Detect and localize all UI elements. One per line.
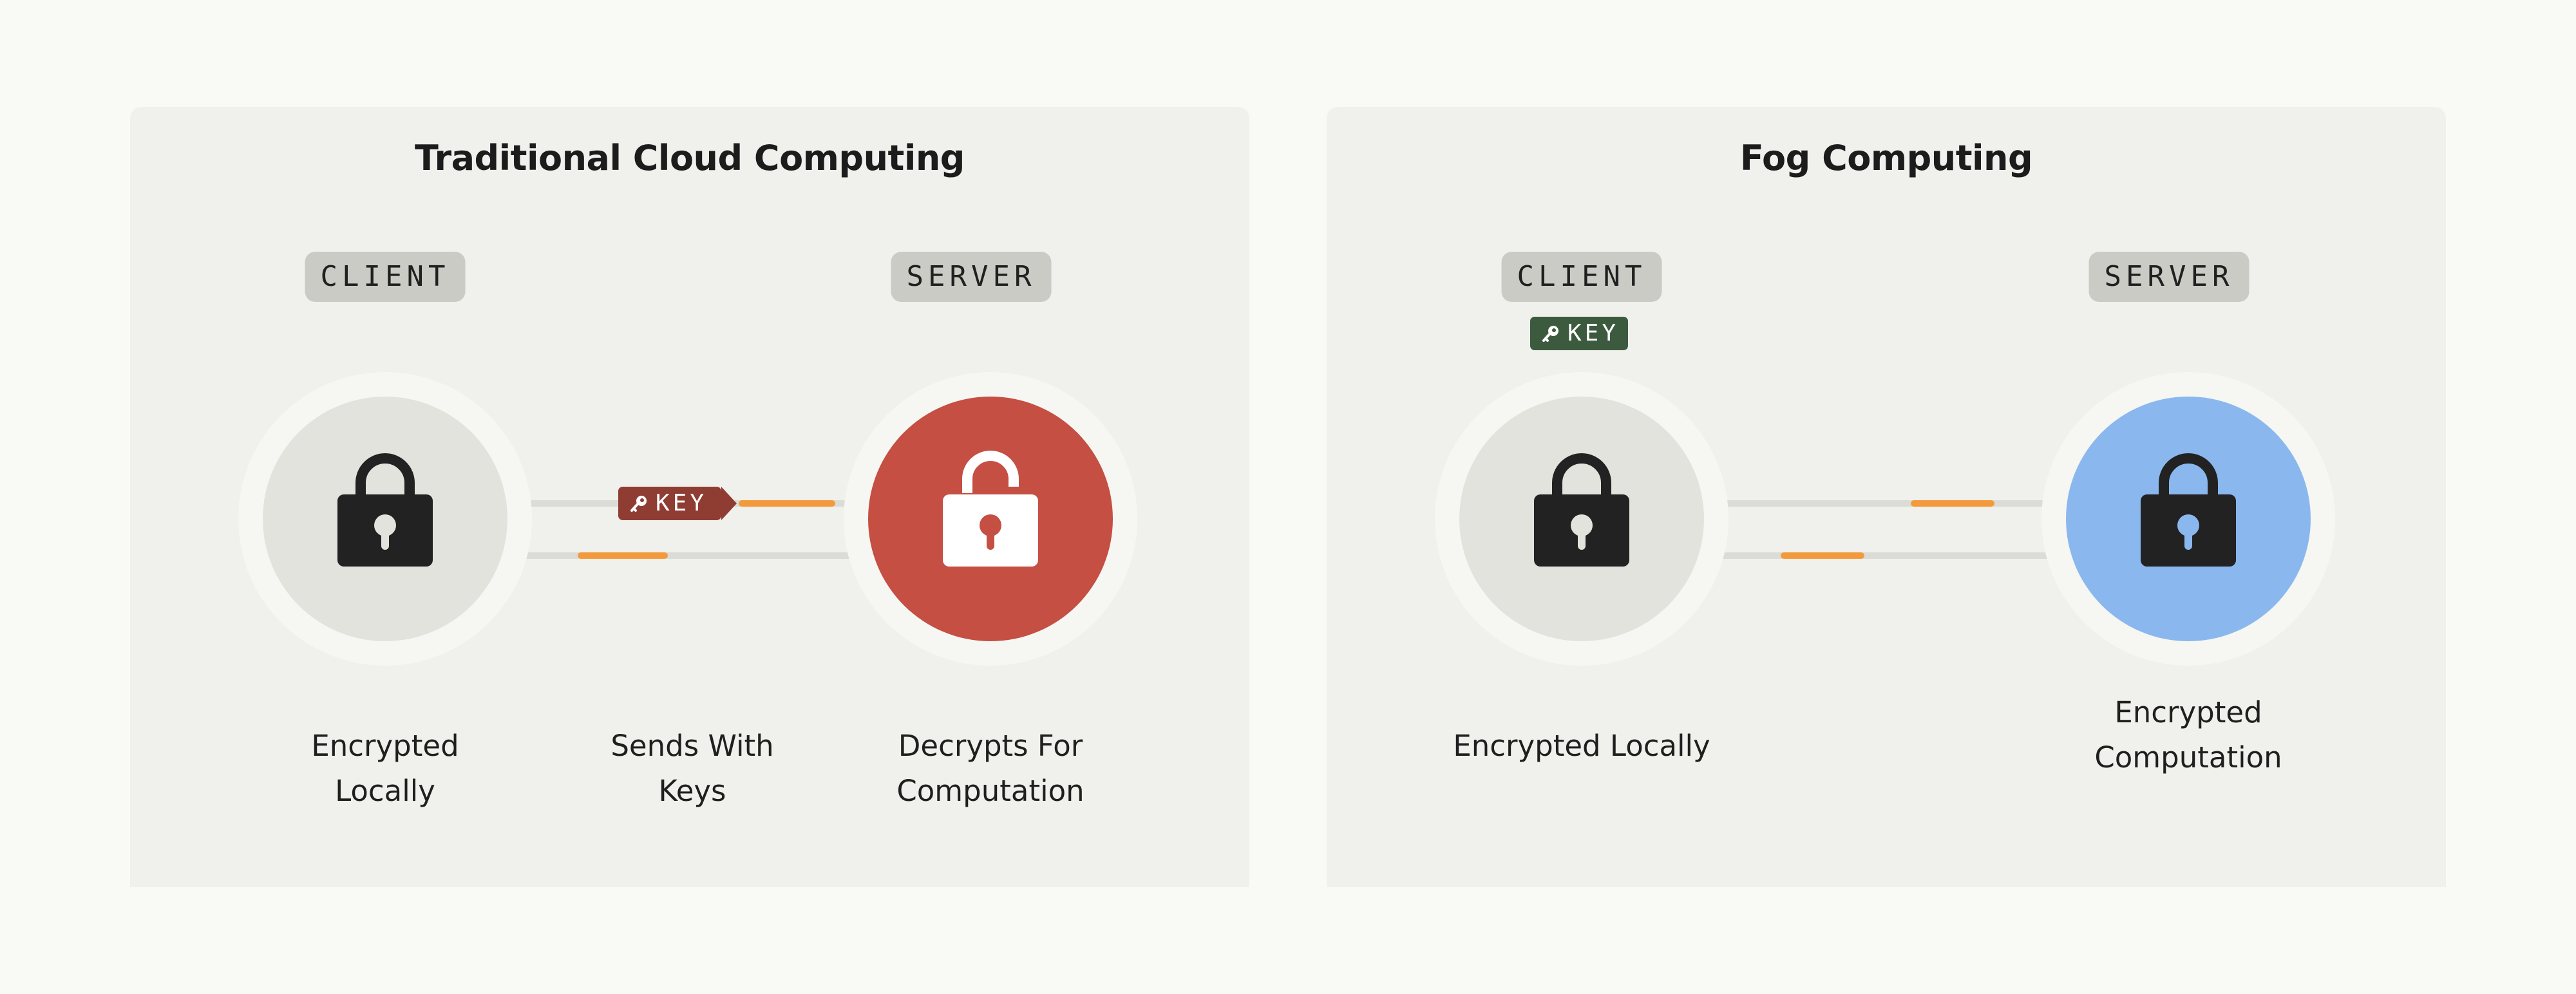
client-badge: CLIENT (1501, 252, 1662, 302)
client-caption: Encrypted Locally (311, 729, 459, 808)
traditional-diagram (238, 372, 1137, 666)
panel-title: Traditional Cloud Computing (415, 138, 965, 178)
lock-closed-icon (2141, 453, 2236, 567)
key-icon (630, 496, 647, 512)
server-badge: SERVER (2088, 252, 2249, 302)
lock-closed-icon (1534, 453, 1629, 567)
fog-computing-panel: Fog Computing CLIENT SERVER KEY (1327, 107, 2446, 887)
key-label: KEY (1567, 320, 1620, 346)
client-caption: Encrypted Locally (1453, 729, 1710, 763)
key-icon (1542, 326, 1558, 342)
server-caption: Encrypted Computation (2094, 695, 2282, 774)
fog-diagram (1435, 372, 2335, 666)
transfer-caption: Sends With Keys (611, 729, 774, 808)
lock-open-icon (943, 451, 1038, 567)
server-badge: SERVER (891, 252, 1052, 302)
client-badge: CLIENT (305, 252, 466, 302)
key-label: KEY (656, 490, 708, 516)
lock-closed-icon (337, 453, 433, 567)
local-key-chip: KEY (1530, 317, 1629, 350)
traditional-cloud-panel: Traditional Cloud Computing CLIENT SERVE… (130, 107, 1249, 887)
panel-title: Fog Computing (1739, 138, 2033, 178)
server-caption: Decrypts For Computation (896, 729, 1084, 808)
key-in-transit-chip: KEY (618, 487, 737, 520)
